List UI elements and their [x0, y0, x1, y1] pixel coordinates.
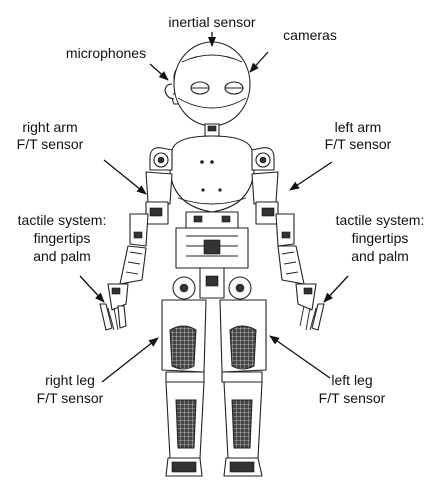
camera-eye-left — [191, 82, 209, 94]
label-tactile-left-palm: and palm — [351, 248, 409, 264]
label-inertial-sensor: inertial sensor — [168, 14, 255, 30]
arrow-tactile-right — [80, 276, 104, 302]
arrow-right-arm-sensor — [104, 160, 146, 194]
right-arm — [120, 172, 172, 284]
robot-waist — [173, 212, 251, 299]
label-microphones: microphones — [66, 45, 146, 61]
left-arm — [252, 172, 304, 284]
shoulder-right — [150, 148, 172, 170]
arrow-left-arm-sensor — [290, 162, 332, 190]
arrow-microphones — [150, 64, 168, 80]
label-left-leg-ft-sensor: F/T sensor — [319, 390, 386, 406]
label-left-arm-ft-sensor: F/T sensor — [325, 136, 392, 152]
arrow-left-leg-sensor — [270, 336, 330, 378]
right-hand — [100, 284, 128, 330]
right-leg — [162, 300, 206, 476]
arrow-right-leg-sensor — [102, 338, 158, 382]
label-tactile-right-fingertips: fingertips — [34, 230, 91, 246]
label-tactile-left-fingertips: fingertips — [352, 230, 409, 246]
left-hand — [296, 284, 324, 330]
label-left-arm: left arm — [335, 119, 382, 135]
arrow-cameras — [250, 52, 268, 72]
label-right-leg-ft-sensor: F/T sensor — [37, 390, 104, 406]
label-right-arm-ft-sensor: F/T sensor — [17, 136, 84, 152]
robot-illustration — [100, 42, 324, 476]
label-cameras: cameras — [283, 27, 337, 43]
robot-head — [165, 42, 250, 126]
label-tactile-left-title: tactile system: — [336, 212, 425, 228]
label-tactile-right-palm: and palm — [33, 248, 91, 264]
shoulder-left — [252, 148, 274, 170]
arrow-tactile-left — [324, 276, 348, 302]
camera-eye-right — [225, 82, 243, 94]
microphone-ear — [165, 84, 174, 99]
label-left-leg: left leg — [331, 372, 372, 388]
left-leg — [220, 300, 266, 476]
label-right-leg: right leg — [45, 372, 95, 388]
robot-torso — [170, 136, 254, 212]
label-right-arm: right arm — [22, 119, 77, 135]
label-tactile-right-title: tactile system: — [18, 212, 107, 228]
